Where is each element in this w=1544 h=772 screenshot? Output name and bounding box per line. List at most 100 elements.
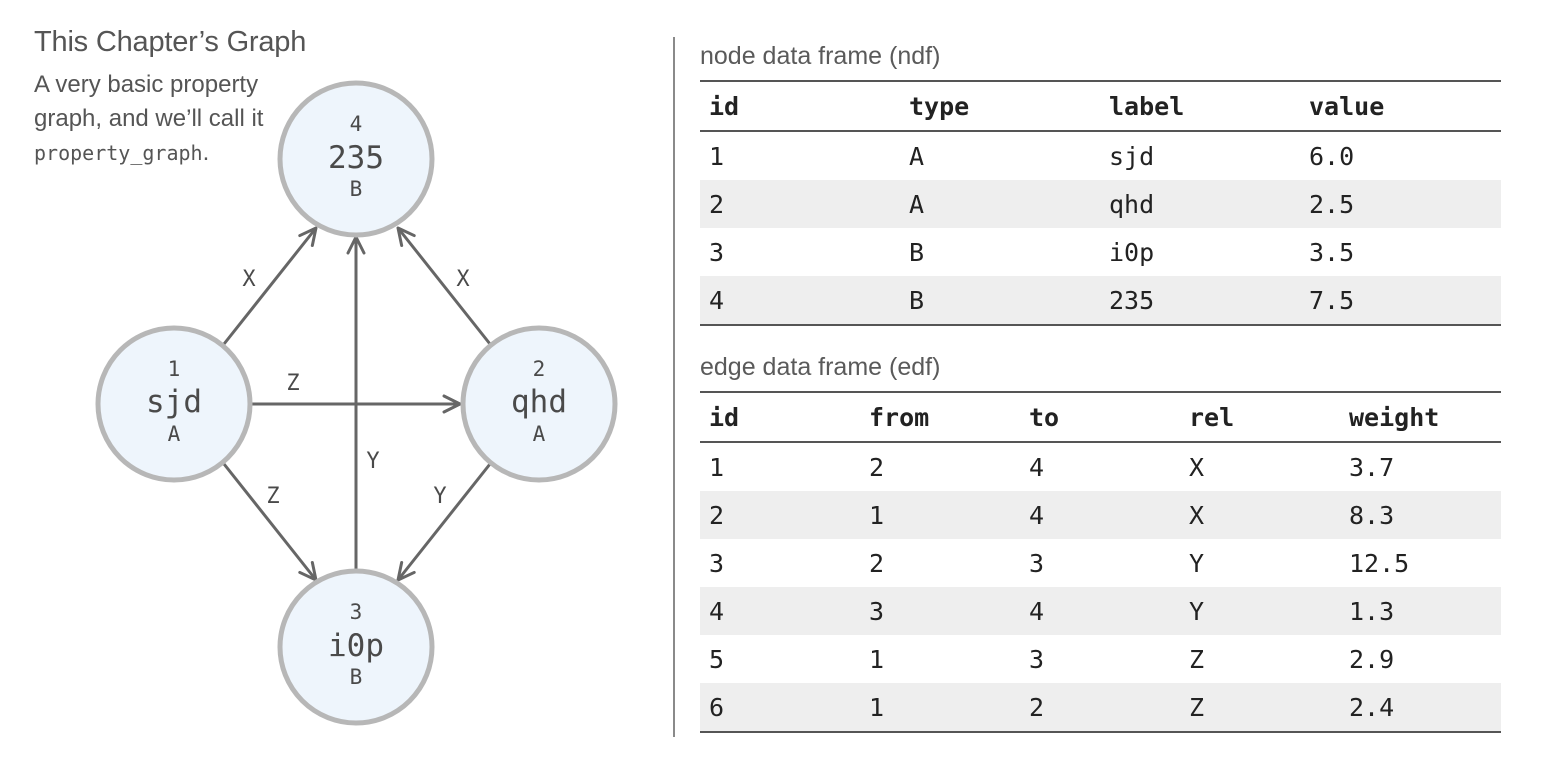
table-row: 6 1 2 Z 2.4 xyxy=(700,683,1501,733)
ndf-col-id: id xyxy=(700,80,900,132)
edf-header-row: id from to rel weight xyxy=(700,391,1501,443)
node-4-id: 4 xyxy=(350,112,363,136)
table-cell: qhd xyxy=(1100,180,1300,228)
table-row: 2 1 4 X 8.3 xyxy=(700,491,1501,539)
description-text: A very basic property graph, and we’ll c… xyxy=(34,71,264,132)
edf-col-id: id xyxy=(700,391,860,443)
node-2: 2 qhd A xyxy=(460,325,618,483)
edge-label-2-4: X xyxy=(456,267,470,292)
table-cell: 4 xyxy=(1029,452,1045,482)
table-cell: A xyxy=(909,141,925,171)
table-row: 3 B i0p 3.5 xyxy=(700,228,1501,276)
edge-label-2-3: Y xyxy=(433,484,446,509)
table-cell: 12.5 xyxy=(1349,548,1410,578)
table-cell: 2 xyxy=(1020,683,1180,733)
table-cell: 2.9 xyxy=(1349,644,1395,674)
table-cell: 3 xyxy=(709,548,725,578)
table-cell: 2 xyxy=(700,180,900,228)
table-row: 2 A qhd 2.5 xyxy=(700,180,1501,228)
node-4-label: 235 xyxy=(328,140,384,176)
edf-col-to: to xyxy=(1020,391,1180,443)
table-cell: Z xyxy=(1189,644,1205,674)
edf-col-weight: weight xyxy=(1340,391,1501,443)
edf-col-from: from xyxy=(860,391,1020,443)
node-3: 3 i0p B xyxy=(277,568,435,726)
table-row: 4 B 235 7.5 xyxy=(700,276,1501,326)
page-title: This Chapter’s Graph xyxy=(34,26,307,58)
edge-label-1-2: Z xyxy=(286,371,299,396)
table-cell: 3 xyxy=(1029,548,1045,578)
node-2-id: 2 xyxy=(533,357,546,381)
node-1: 1 sjd A xyxy=(95,325,253,483)
property-graph-diagram: X X Z Y Z Y 4 235 B 1 sjd A 2 qhd A 3 i0… xyxy=(95,80,618,726)
edge-label-1-4: X xyxy=(242,267,256,292)
table-cell: 2 xyxy=(869,548,885,578)
edf-caption: edge data frame (edf) xyxy=(700,353,941,381)
node-4-type: B xyxy=(350,177,363,201)
table-cell: sjd xyxy=(1109,141,1155,171)
table-row: 4 3 4 Y 1.3 xyxy=(700,587,1501,635)
edge-2-3 xyxy=(396,463,492,582)
table-row: 1 2 4 X 3.7 xyxy=(700,442,1501,491)
edge-label-1-3: Z xyxy=(266,484,279,509)
table-cell: 4 xyxy=(1020,587,1180,635)
table-cell: X xyxy=(1180,491,1340,539)
table-cell: 4 xyxy=(700,587,860,635)
table-cell: 2 xyxy=(869,452,885,482)
node-3-id: 3 xyxy=(350,600,363,624)
table-cell: 3.5 xyxy=(1309,237,1355,267)
edge-1-4 xyxy=(222,226,318,345)
node-3-label: i0p xyxy=(328,628,384,664)
table-cell: A xyxy=(900,180,1100,228)
table-cell: 1 xyxy=(860,683,1020,733)
edges xyxy=(222,226,492,582)
ndf-col-value: value xyxy=(1300,80,1501,132)
table-cell: 2.4 xyxy=(1340,683,1501,733)
table-cell: Y xyxy=(1189,548,1205,578)
edge-label-3-4: Y xyxy=(366,449,379,474)
edge-1-3 xyxy=(222,463,318,582)
node-4: 4 235 B xyxy=(277,80,435,238)
table-cell: 6.0 xyxy=(1309,141,1355,171)
node-1-id: 1 xyxy=(168,357,181,381)
node-1-circle xyxy=(95,325,253,483)
edge-labels: X X Z Y Z Y xyxy=(242,267,470,509)
table-cell: 2.5 xyxy=(1300,180,1501,228)
table-cell: 1 xyxy=(860,491,1020,539)
edge-data-frame-table: id from to rel weight 1 2 4 X 3.7 2 1 4 … xyxy=(700,391,1501,733)
table-cell: 1.3 xyxy=(1340,587,1501,635)
node-1-label: sjd xyxy=(146,384,202,420)
table-cell: i0p xyxy=(1109,237,1155,267)
table-cell: B xyxy=(900,276,1100,326)
table-cell: 1 xyxy=(709,141,725,171)
table-cell: X xyxy=(1189,452,1205,482)
ndf-col-type: type xyxy=(900,80,1100,132)
table-cell: 4 xyxy=(1020,491,1180,539)
table-cell: 1 xyxy=(709,452,725,482)
edge-2-4 xyxy=(396,226,492,345)
node-3-circle xyxy=(277,568,435,726)
table-cell: Z xyxy=(1180,683,1340,733)
graph-description: A very basic property graph, and we’ll c… xyxy=(34,68,264,170)
table-cell: 5 xyxy=(709,644,725,674)
vertical-divider xyxy=(673,37,675,737)
node-3-type: B xyxy=(350,665,363,689)
table-cell: 3 xyxy=(709,237,725,267)
table-cell: 4 xyxy=(700,276,900,326)
table-row: 3 2 3 Y 12.5 xyxy=(700,539,1501,587)
table-cell: 3 xyxy=(860,587,1020,635)
node-4-circle xyxy=(277,80,435,238)
table-cell: B xyxy=(909,237,925,267)
table-cell: 7.5 xyxy=(1300,276,1501,326)
table-cell: 3 xyxy=(1029,644,1045,674)
table-row: 1 A sjd 6.0 xyxy=(700,131,1501,180)
node-data-frame-table: id type label value 1 A sjd 6.0 2 A qhd … xyxy=(700,80,1501,326)
table-cell: 8.3 xyxy=(1340,491,1501,539)
node-2-label: qhd xyxy=(511,384,567,420)
table-cell: 3.7 xyxy=(1349,452,1395,482)
table-cell: Y xyxy=(1180,587,1340,635)
edf-col-rel: rel xyxy=(1180,391,1340,443)
table-cell: 1 xyxy=(869,644,885,674)
description-end: . xyxy=(202,139,210,166)
table-cell: 6 xyxy=(700,683,860,733)
